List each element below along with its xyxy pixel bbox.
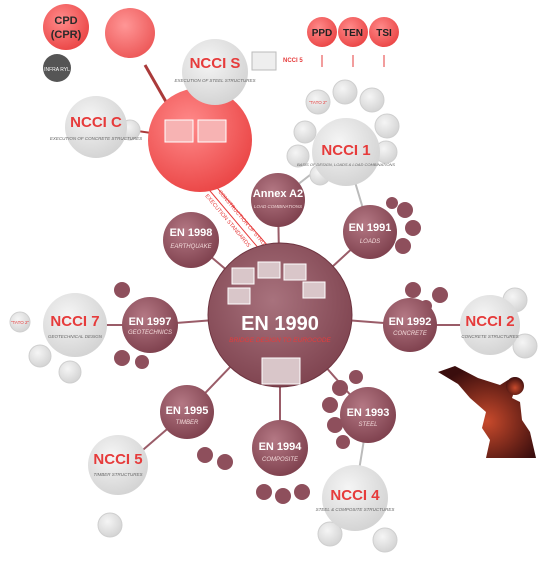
ncci-s-subtitle: EXECUTION OF STEEL STRUCTURES (174, 78, 255, 83)
en-1994-title: EN 1994 (259, 441, 303, 453)
ncci-7-node (43, 293, 107, 357)
en-1995-node: EN 1995 TIMBER (160, 385, 214, 439)
en-1993-node: EN 1993 STEEL (340, 387, 396, 443)
ncci-1-node (312, 118, 380, 186)
en-1995-subtitle: TIMBER (176, 420, 199, 426)
ncci-s-title: NCCI S (190, 55, 241, 72)
grey-satellites (9, 79, 538, 553)
en-1990-subtitle: BRIDGE DESIGN TO EUROCODE (229, 337, 331, 344)
en-1995-title: EN 1995 (166, 405, 209, 417)
en-1994-subtitle: COMPOSITE (262, 457, 299, 463)
ncci-4-title: NCCI 4 (330, 487, 380, 504)
en-1992-subtitle: CONCRETE (393, 331, 428, 337)
ncci-c-title: NCCI C (70, 114, 122, 131)
ppd-label: PPD (312, 28, 333, 39)
ncci-5-node (88, 435, 148, 495)
en-1997-title: EN 1997 (129, 316, 172, 328)
tato2-left-label: "TATO 2" (11, 320, 30, 325)
ncci-5-title: NCCI 5 (93, 451, 142, 468)
annex-a2-title: Annex A2 (253, 188, 303, 200)
tato2-top-label: "TATO 2" (309, 100, 328, 105)
cpr-label: (CPR) (51, 29, 82, 41)
ncci-c-node (65, 96, 127, 158)
ncci-7-title: NCCI 7 (50, 313, 99, 330)
ncci-2-subtitle: CONCRETE STRUCTURES (461, 334, 518, 339)
ncci-5-subtitle: TIMBER STRUCTURES (93, 472, 142, 477)
ncci-2-title: NCCI 2 (465, 313, 514, 330)
ncci-1-title: NCCI 1 (321, 142, 370, 159)
en-1993-subtitle: STEEL (358, 422, 377, 428)
en-1991-subtitle: LOADS (360, 239, 380, 245)
en-1990-title: EN 1990 (241, 313, 319, 335)
cpd-label: CPD (54, 15, 77, 27)
en-1998-node: EN 1998 EARTHQUAKE (163, 212, 219, 268)
person-silhouette (438, 366, 536, 458)
satellite-nodes (114, 197, 448, 504)
top-left-group: CPD (CPR) INFRA RYL (43, 4, 155, 82)
ncci-4-subtitle: STEEL & COMPOSITE STRUCTURES (316, 507, 395, 512)
tsi-label: TSI (376, 28, 392, 39)
ten-label: TEN (343, 28, 363, 39)
center-thumbnails (227, 261, 326, 385)
top-right-group: PPD TEN TSI (307, 17, 399, 67)
en-1998-subtitle: EARTHQUAKE (170, 244, 212, 250)
ncci-7-subtitle: GEOTECHNICAL DESIGN (48, 334, 103, 339)
ncci-2-node (460, 295, 520, 355)
ncci-4-node (322, 465, 388, 531)
infra-label: INFRA RYL (44, 67, 70, 73)
ncci-s-node (182, 39, 248, 105)
ncci-c-subtitle: EXECUTION OF CONCRETE STRUCTURES (50, 136, 142, 141)
execution-thumbnails (164, 119, 227, 143)
en-1998-title: EN 1998 (170, 227, 213, 239)
en-1994-node: EN 1994 COMPOSITE (252, 420, 308, 476)
en-1991-title: EN 1991 (349, 222, 392, 234)
annex-a2-subtitle: LOAD COMBINATIONS (254, 204, 302, 209)
ncci-1-subtitle: BASIS OF DESIGN, LOADS & LOAD COMBINATIO… (297, 162, 395, 167)
en-1993-title: EN 1993 (347, 407, 390, 419)
en-1997-subtitle: GEOTECHNICS (128, 330, 172, 336)
en-1992-title: EN 1992 (389, 316, 432, 328)
en-1992-node: EN 1992 CONCRETE (383, 298, 437, 352)
en-1991-node: EN 1991 LOADS (343, 205, 397, 259)
ncci-5-side-label: NCCI 5 (283, 58, 303, 64)
en-1997-node: EN 1997 GEOTECHNICS (122, 297, 178, 353)
annex-a2-node (251, 173, 305, 227)
